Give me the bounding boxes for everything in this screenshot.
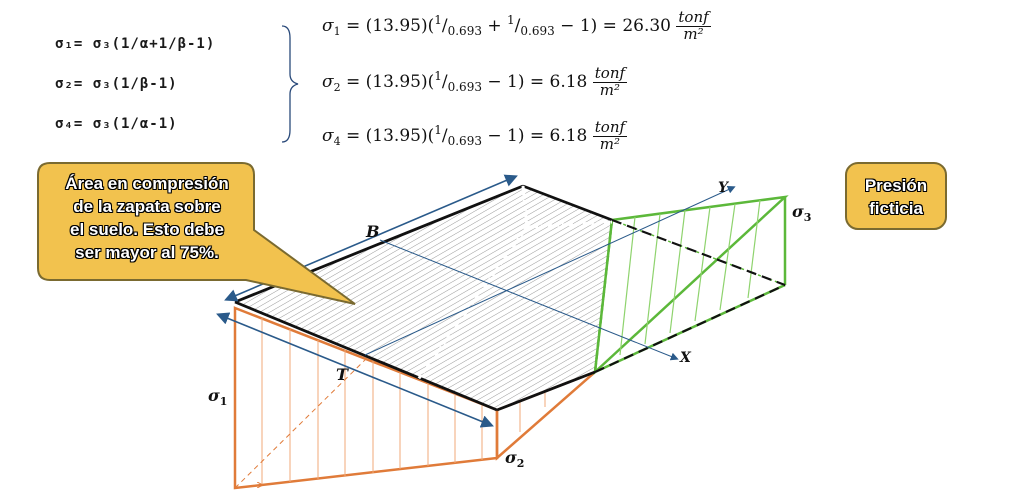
equation-sigma1: σ1 = (13.95)(1/0.693 + 1/0.693 − 1) = 26… [322, 8, 711, 43]
green-fictitious-pressure [593, 195, 789, 376]
callout-area-text: Área en compresión de la zapata sobre el… [65, 174, 229, 262]
callout-area-bubble [37, 162, 356, 305]
curly-brace [281, 25, 299, 143]
label-sigma3: σ3 [792, 202, 812, 225]
callout-presion-text: Presión ficticia [864, 176, 928, 218]
label-y-axis: Y [718, 180, 728, 196]
label-b: B [366, 222, 380, 241]
dimension-t-arrow [216, 312, 494, 428]
label-t: T [336, 365, 348, 384]
formula-sigma1: σ₁= σ₃(1/α+1/β-1) [55, 36, 216, 52]
formula-sigma2: σ₂= σ₃(1/β-1) [55, 76, 178, 92]
compression-area [235, 186, 612, 410]
label-sigma1: σ1 [208, 386, 228, 409]
callout-presion-bubble [845, 162, 947, 230]
formula-sigma4: σ₄= σ₃(1/α-1) [55, 116, 178, 132]
label-sigma2: σ2 [505, 448, 525, 471]
label-x-axis: X [680, 350, 691, 366]
